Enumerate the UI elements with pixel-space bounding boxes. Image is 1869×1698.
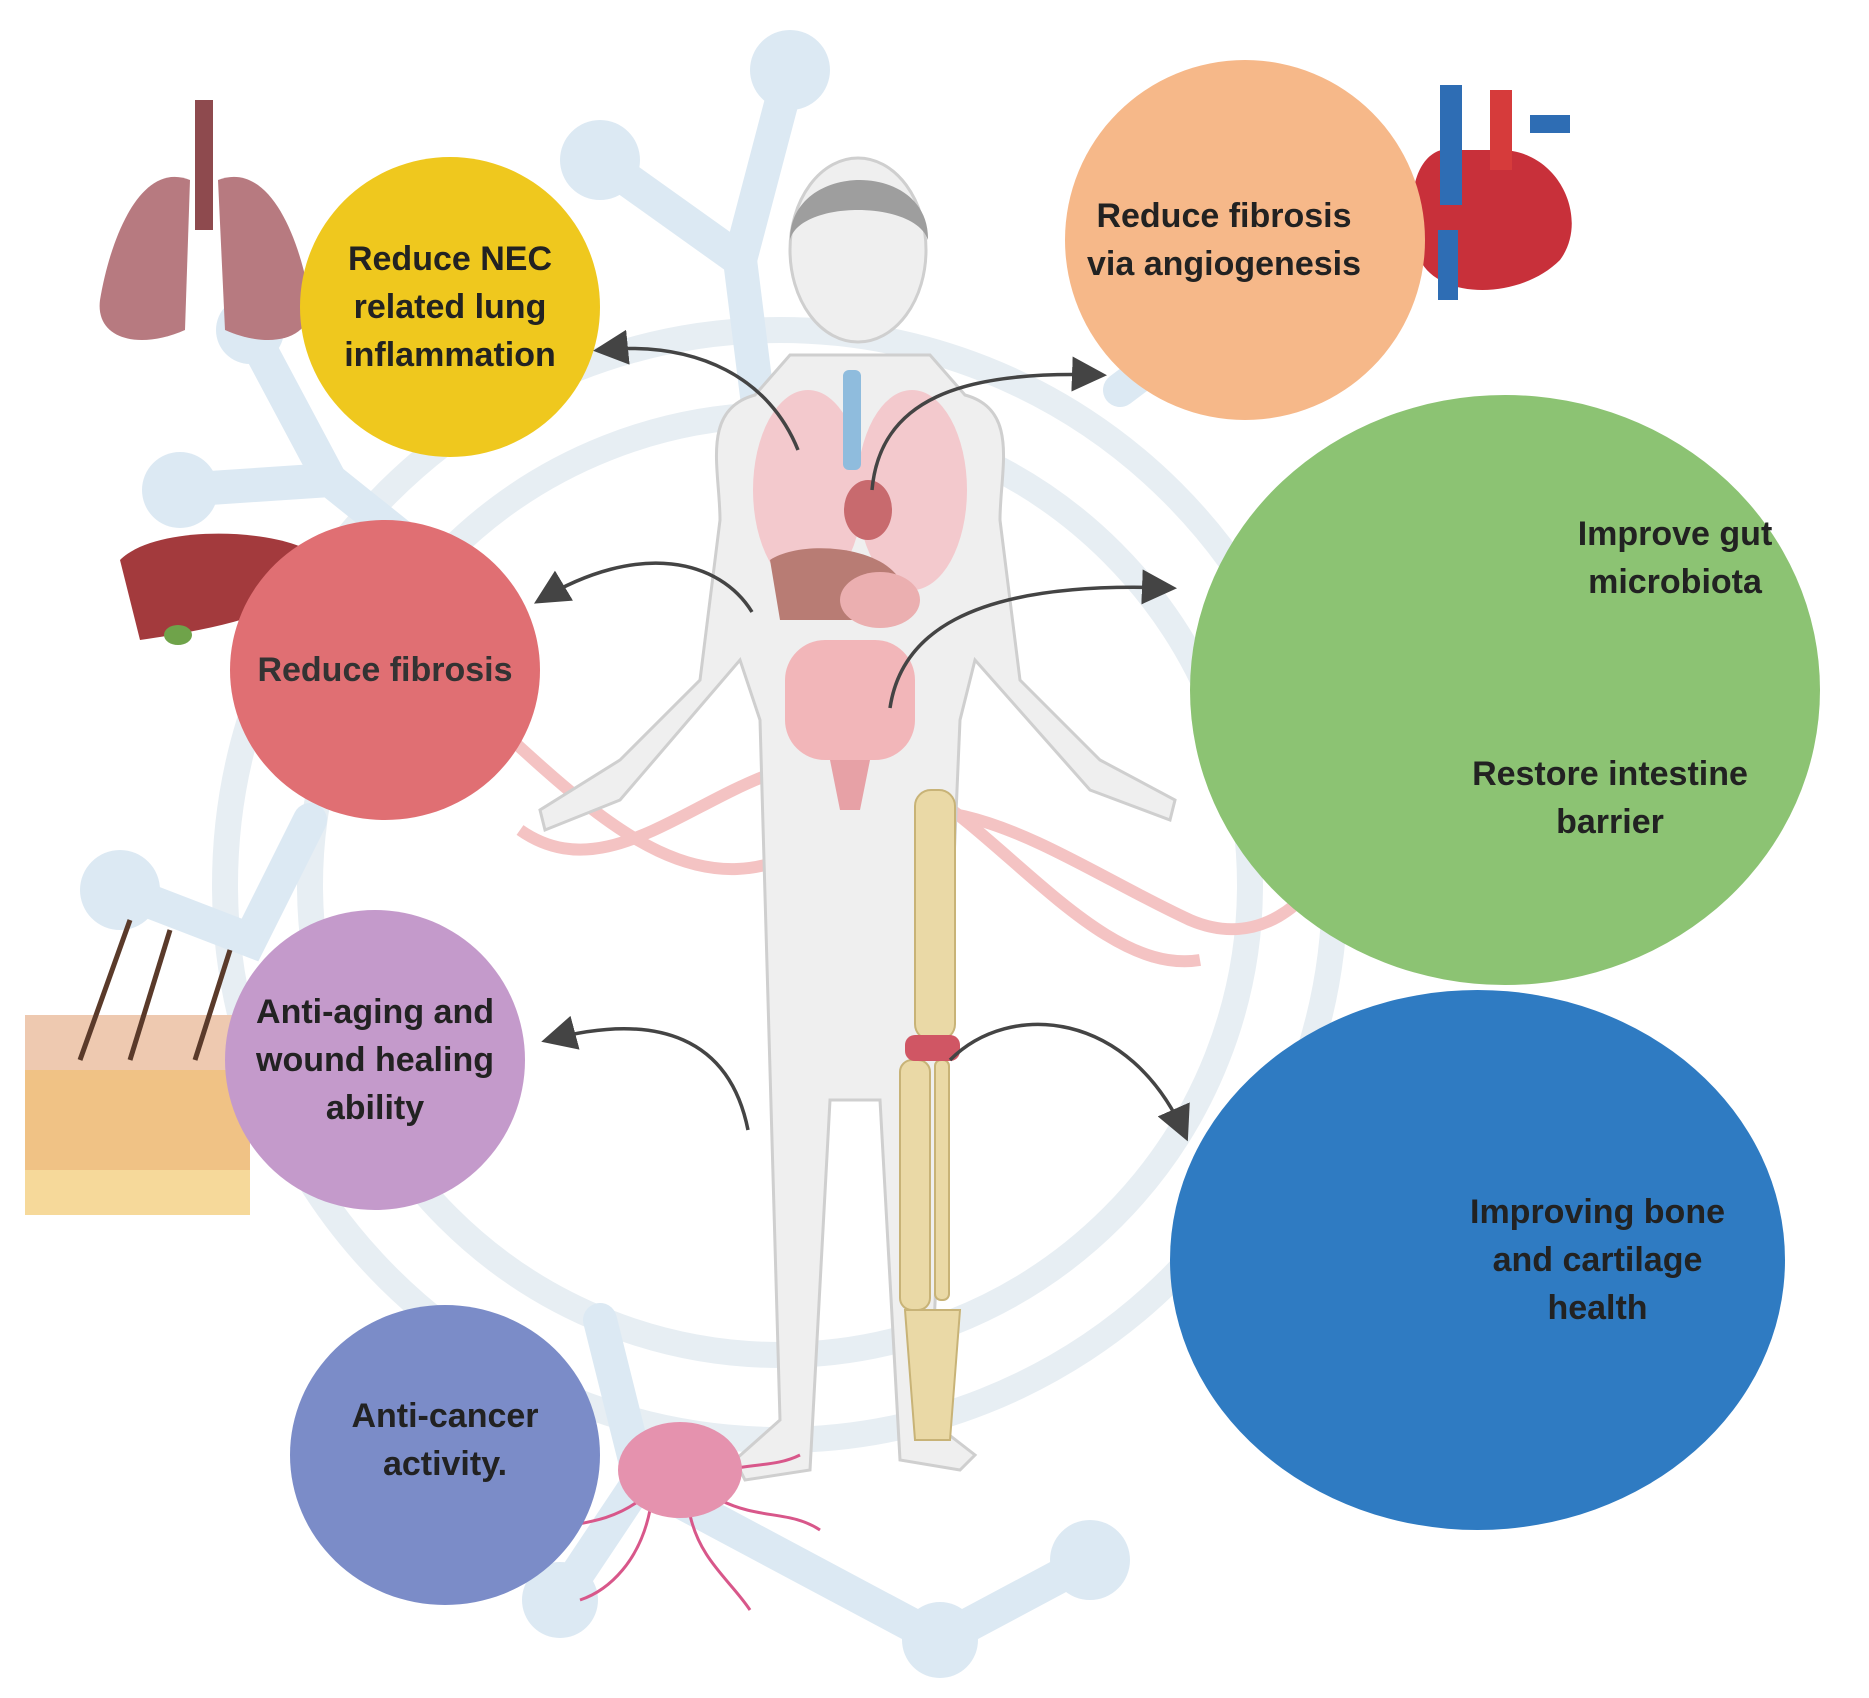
bone-label: Improving bone and cartilage health xyxy=(1470,1192,1725,1328)
hair xyxy=(790,180,929,240)
gut-microbiota-label: Improve gut microbiota xyxy=(1577,515,1773,602)
cancer-label: Anti-cancer activity. xyxy=(351,1396,539,1483)
skin-illustration xyxy=(25,919,250,1215)
heart-illustration xyxy=(1412,85,1572,300)
arrows xyxy=(533,329,1190,1142)
organs xyxy=(753,370,967,810)
heart-label: Reduce fibrosis via angiogenesis xyxy=(1087,196,1361,283)
liver-label: Reduce fibrosis xyxy=(257,650,513,689)
intestine-barrier-label: Restore intestine barrier xyxy=(1472,755,1748,842)
skin-bubble: Anti-aging and wound healing ability xyxy=(225,910,525,1210)
liver-illustration xyxy=(120,533,320,645)
bone-bubble: Improving bone and cartilage health xyxy=(1170,990,1785,1530)
lungs-illustration xyxy=(99,100,311,340)
gut-bubble xyxy=(1190,395,1820,985)
skin-label: Anti-aging and wound healing ability xyxy=(256,992,494,1128)
liver-bubble: Reduce fibrosis xyxy=(230,520,540,820)
heart-bubble: Reduce fibrosis via angiogenesis xyxy=(1065,60,1425,420)
leg-skeleton xyxy=(899,789,962,1441)
molecule-nodes xyxy=(80,30,1130,1678)
cancer-bubble: Anti-cancer activity. xyxy=(290,1305,600,1605)
lung-label: Reduce NEC related lung inflammation xyxy=(344,239,556,375)
lung-bubble: Reduce NEC related lung inflammation xyxy=(300,157,600,457)
